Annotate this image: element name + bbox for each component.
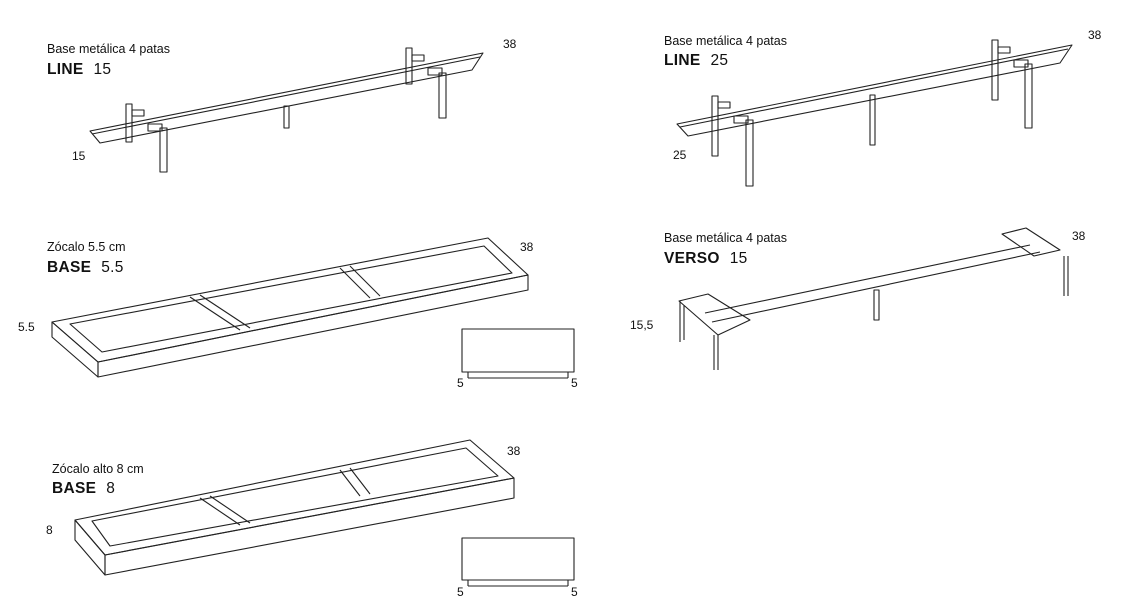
verso-15-subtitle: Base metálica 4 patas: [664, 231, 787, 245]
setback-left: 5: [457, 376, 464, 390]
verso-15-title: VERSO 15: [664, 250, 748, 268]
height-dimension: 15: [72, 149, 86, 163]
line-25-drawing: [676, 39, 1073, 187]
depth-dimension: 38: [1072, 229, 1086, 243]
height-dimension: 5.5: [18, 320, 35, 334]
height-dimension: 15,5: [630, 318, 654, 332]
depth-dimension: 38: [507, 444, 521, 458]
base-8-drawing: [74, 439, 515, 576]
line-15-subtitle: Base metálica 4 patas: [47, 42, 170, 56]
product-size: 5.5: [101, 259, 124, 276]
product-size: 15: [729, 250, 748, 267]
height-dimension: 25: [673, 148, 687, 162]
base-5-5-subtitle: Zócalo 5.5 cm: [47, 240, 126, 254]
depth-dimension: 38: [503, 37, 517, 51]
line-25-subtitle: Base metálica 4 patas: [664, 34, 787, 48]
base-8-profile: [461, 537, 575, 587]
setback-right: 5: [571, 585, 578, 599]
depth-dimension: 38: [1088, 28, 1102, 42]
height-dimension: 8: [46, 523, 53, 537]
base-8-subtitle: Zócalo alto 8 cm: [52, 462, 144, 476]
line-15-drawing: [89, 47, 484, 173]
product-name: BASE: [47, 259, 92, 276]
setback-right: 5: [571, 376, 578, 390]
setback-left: 5: [457, 585, 464, 599]
verso-15-drawing: [678, 227, 1069, 370]
base-5-5-profile: [461, 328, 575, 379]
base-8-title: BASE 8: [52, 480, 115, 498]
base-5-5-drawing: [51, 237, 529, 378]
product-name: LINE: [664, 52, 701, 69]
product-name: BASE: [52, 480, 97, 497]
depth-dimension: 38: [520, 240, 534, 254]
product-size: 25: [710, 52, 729, 69]
product-size: 8: [106, 480, 116, 497]
line-15-title: LINE 15: [47, 61, 111, 79]
line-25-title: LINE 25: [664, 52, 728, 70]
product-name: LINE: [47, 61, 84, 78]
product-size: 15: [93, 61, 112, 78]
base-5-5-title: BASE 5.5: [47, 259, 124, 277]
product-name: VERSO: [664, 250, 720, 267]
